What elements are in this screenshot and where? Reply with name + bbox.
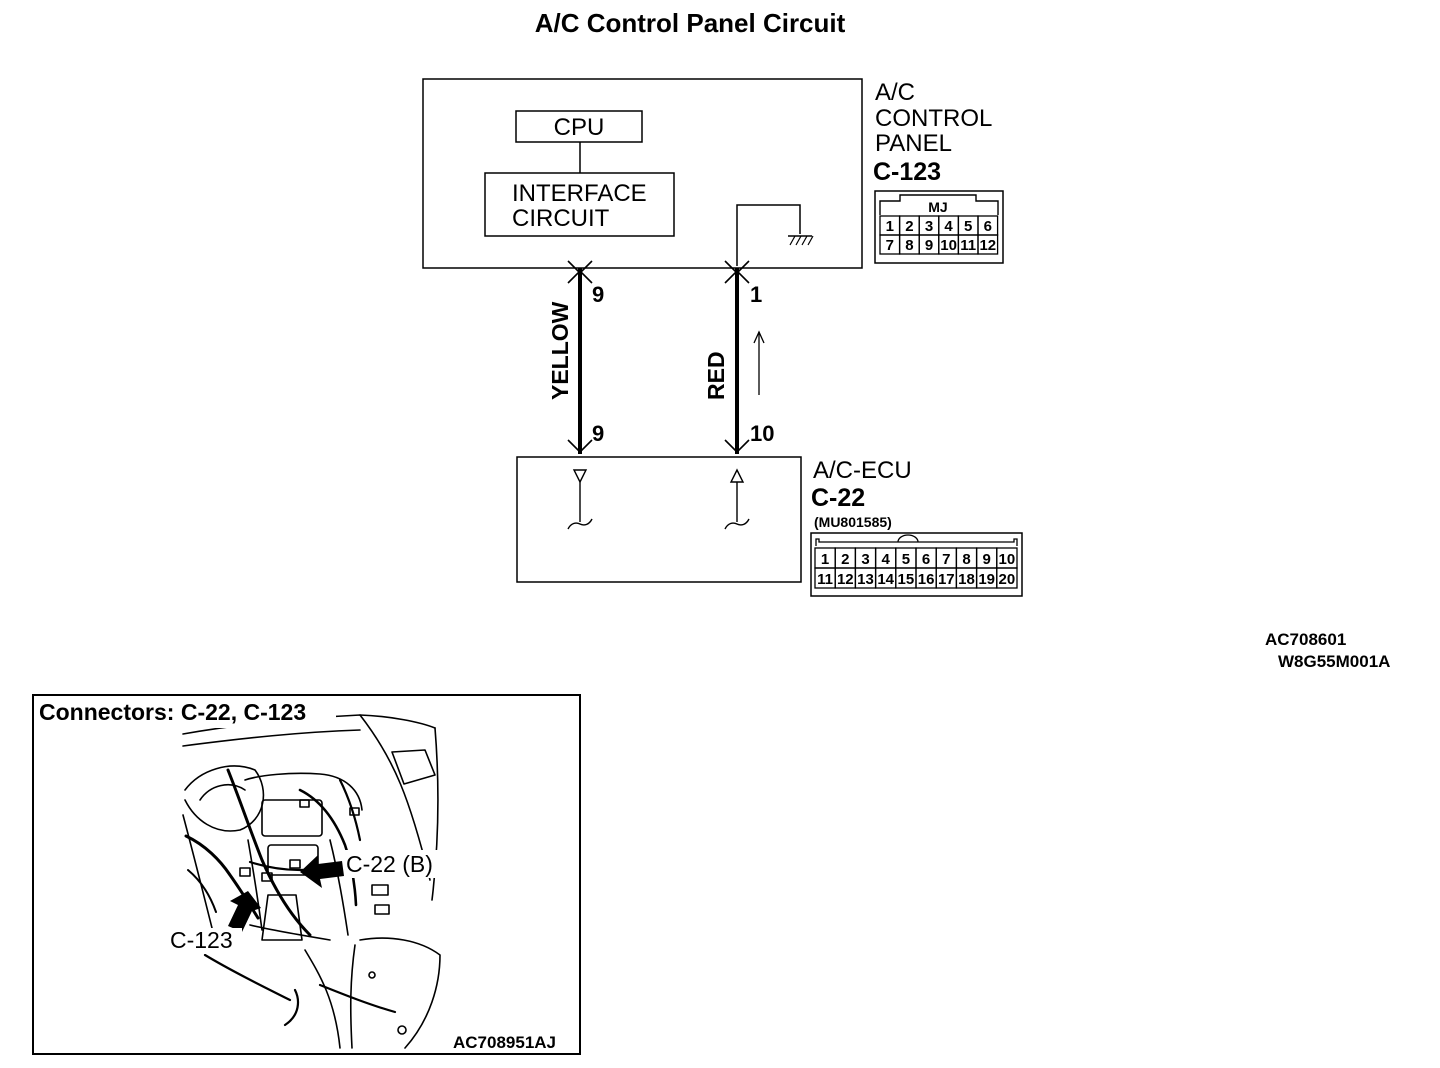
c123-callout-plate bbox=[168, 928, 242, 954]
c123-callout-arrow-icon bbox=[228, 891, 261, 932]
control-panel-name-line3: PANEL bbox=[875, 130, 952, 157]
c123-pin-number: 4 bbox=[944, 218, 953, 235]
c22-pin-number: 11 bbox=[817, 571, 833, 588]
connector-location-view: Connectors: C-22, C-123 C-22 (B) C-123 A… bbox=[32, 694, 581, 1055]
red-pin-bottom: 10 bbox=[750, 421, 774, 446]
c123-pin-number: 2 bbox=[905, 218, 913, 235]
diagram-code-1: AC708601 bbox=[1265, 630, 1346, 649]
diagram-title: A/C Control Panel Circuit bbox=[535, 8, 846, 38]
c123-pin-number: 12 bbox=[979, 237, 996, 254]
dashboard-illustration bbox=[182, 714, 441, 1049]
wire-yellow bbox=[567, 260, 593, 454]
c22-pin-number: 6 bbox=[922, 551, 930, 568]
c22-pin-number: 1 bbox=[821, 551, 829, 568]
control-panel-box bbox=[422, 78, 863, 269]
c123-pin-number: 7 bbox=[886, 237, 894, 254]
signal-direction-arrow-icon bbox=[753, 330, 765, 395]
c22-pin-number: 3 bbox=[861, 551, 869, 568]
yellow-wire-label: YELLOW bbox=[547, 301, 573, 400]
c123-callout-label: C-123 bbox=[170, 927, 233, 953]
c22-callout-plate bbox=[344, 850, 444, 878]
diagram-code-2: W8G55M001A bbox=[1278, 652, 1390, 671]
ecu-part-number: (MU801585) bbox=[814, 514, 892, 530]
control-panel-name-line2: CONTROL bbox=[875, 105, 992, 132]
c22-pin-number: 16 bbox=[918, 571, 935, 588]
ecu-name: A/C-ECU bbox=[813, 457, 912, 484]
c123-connector-tag: MJ bbox=[928, 199, 947, 215]
c22-pin-number: 17 bbox=[938, 571, 955, 588]
yellow-pin-bottom: 9 bbox=[592, 421, 604, 446]
c123-pin-number: 8 bbox=[905, 237, 913, 254]
cpu-block bbox=[515, 110, 643, 143]
interface-label-line2: CIRCUIT bbox=[512, 205, 610, 232]
c22-pin-number: 14 bbox=[877, 571, 894, 588]
cpu-label: CPU bbox=[554, 114, 605, 141]
ecu-input-terminal-icon bbox=[567, 469, 593, 530]
control-panel-connector-id: C-123 bbox=[873, 158, 941, 186]
c123-pin-number: 1 bbox=[886, 218, 894, 235]
c123-pin-number: 10 bbox=[940, 237, 957, 254]
c22-pin-number: 13 bbox=[857, 571, 874, 588]
connector-view-code: AC708951AJ bbox=[453, 1033, 556, 1052]
ecu-connector-id: C-22 bbox=[811, 484, 865, 512]
c22-callout-label: C-22 (B) bbox=[346, 851, 433, 877]
c123-pin-number: 11 bbox=[960, 237, 976, 254]
c22-pin-number: 8 bbox=[962, 551, 970, 568]
c22-pin-number: 10 bbox=[999, 551, 1016, 568]
ground-icon bbox=[788, 235, 814, 246]
c22-pin-number: 9 bbox=[983, 551, 991, 568]
c123-pin-number: 3 bbox=[925, 218, 933, 235]
interface-circuit-block bbox=[484, 172, 675, 237]
c123-pin-cell bbox=[977, 234, 999, 255]
c22-pin-number: 5 bbox=[902, 551, 910, 568]
red-pin-top: 1 bbox=[750, 282, 762, 307]
c22-pin-number: 19 bbox=[978, 571, 995, 588]
control-panel-name-line1: A/C bbox=[875, 79, 915, 106]
c22-pin-number: 7 bbox=[942, 551, 950, 568]
c123-pin-number: 5 bbox=[964, 218, 972, 235]
red-wire-label: RED bbox=[703, 351, 729, 400]
interface-label-line1: INTERFACE bbox=[512, 180, 647, 207]
c123-pin-number: 9 bbox=[925, 237, 933, 254]
c22-pin-number: 12 bbox=[837, 571, 854, 588]
c22-pin-number: 4 bbox=[882, 551, 891, 568]
connector-title-plate bbox=[36, 698, 336, 728]
wire-red bbox=[724, 260, 750, 454]
c22-pin-cell bbox=[996, 567, 1018, 589]
c22-callout-arrow-icon bbox=[300, 855, 344, 888]
ecu-output-terminal-icon bbox=[724, 468, 750, 530]
yellow-pin-top: 9 bbox=[592, 282, 604, 307]
c22-pin-number: 15 bbox=[898, 571, 915, 588]
c22-pin-number: 2 bbox=[841, 551, 849, 568]
c123-pin-number: 6 bbox=[984, 218, 992, 235]
c22-pin-number: 18 bbox=[958, 571, 975, 588]
ground-branch-wire bbox=[736, 204, 801, 266]
connector-view-title: Connectors: C-22, C-123 bbox=[39, 699, 306, 725]
ecu-box bbox=[516, 456, 802, 583]
c22-pin-number: 20 bbox=[999, 571, 1016, 588]
